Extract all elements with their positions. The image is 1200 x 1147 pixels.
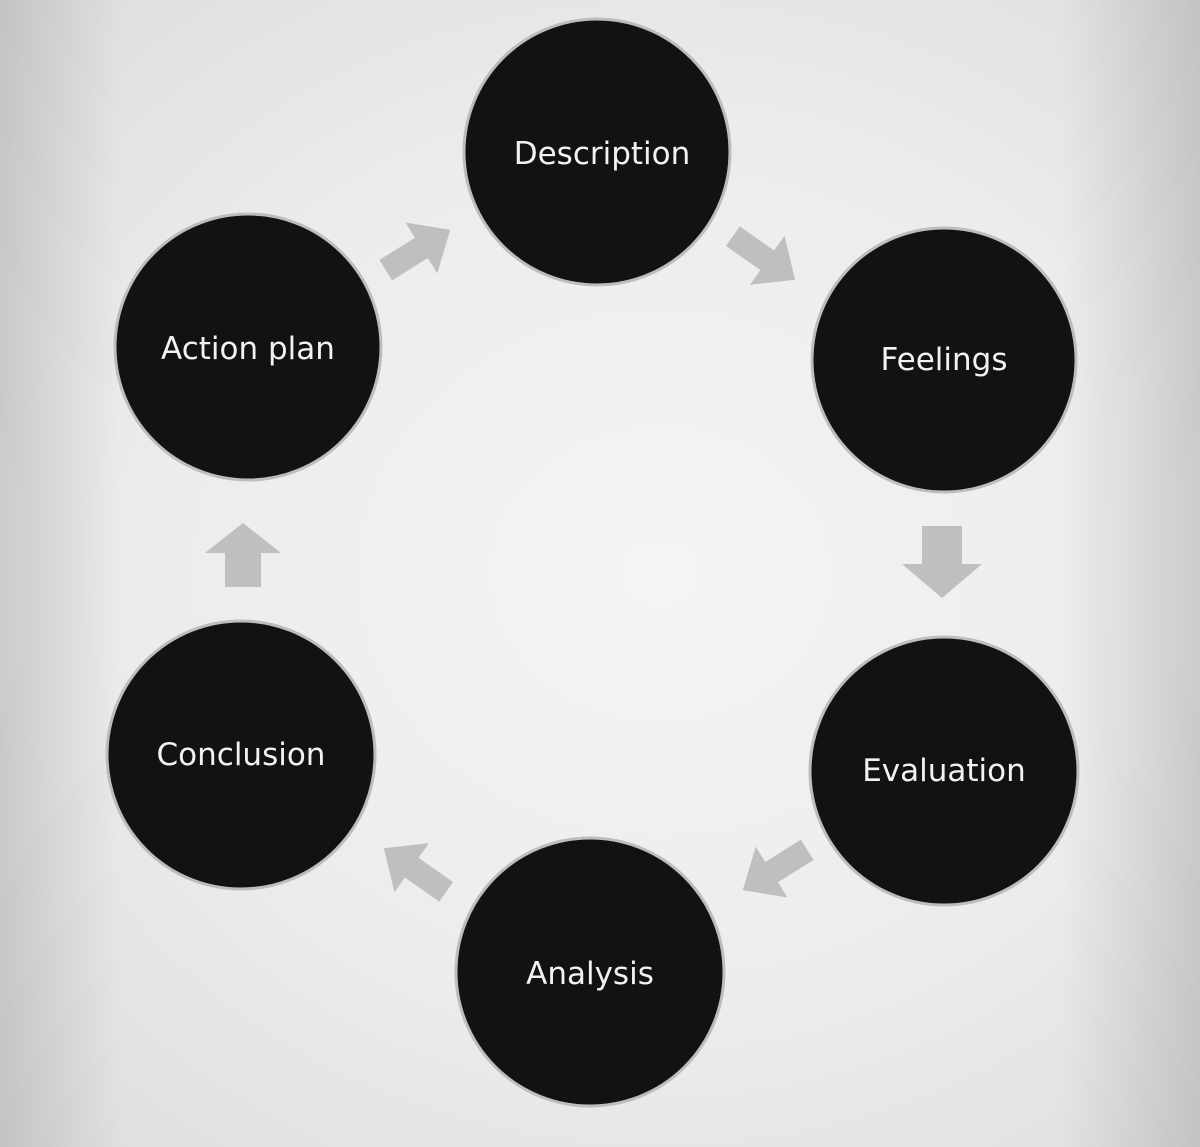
- node-action-plan: Action plan: [113, 212, 383, 482]
- arrow-action-plan-to-description: [379, 222, 451, 281]
- node-description-label: Description: [514, 136, 691, 172]
- node-action-plan-label: Action plan: [161, 331, 335, 367]
- arrow-analysis-to-conclusion: [383, 843, 454, 902]
- node-conclusion: Conclusion: [105, 619, 377, 891]
- arrow-description-to-feelings: [725, 226, 796, 285]
- node-analysis: Analysis: [454, 836, 726, 1108]
- node-conclusion-label: Conclusion: [157, 737, 326, 773]
- node-description: Description: [462, 17, 732, 287]
- node-analysis-label: Analysis: [526, 956, 654, 992]
- node-evaluation: Evaluation: [808, 635, 1080, 907]
- arrow-feelings-to-evaluation: [902, 526, 982, 598]
- arrow-conclusion-to-action-plan: [205, 523, 281, 587]
- node-evaluation-label: Evaluation: [862, 753, 1026, 789]
- node-feelings-label: Feelings: [881, 342, 1008, 378]
- node-feelings: Feelings: [810, 226, 1078, 494]
- arrow-evaluation-to-analysis: [742, 839, 814, 898]
